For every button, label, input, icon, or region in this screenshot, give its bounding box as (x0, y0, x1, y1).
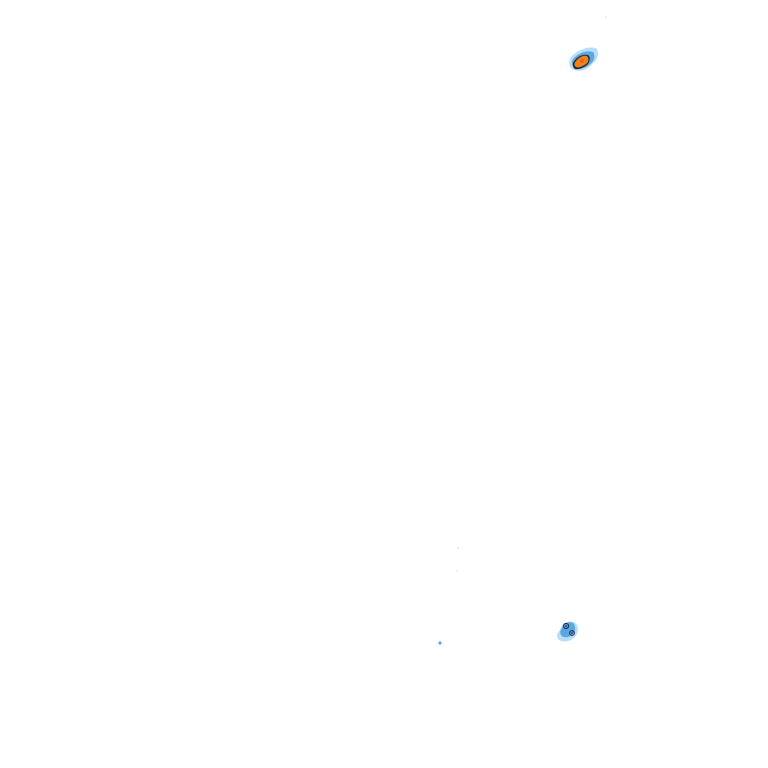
northeast-cell-hot-spot (579, 58, 585, 64)
southeast-cell-outline-north (562, 622, 570, 630)
southeast-cell-heavy-north (564, 624, 568, 628)
light-return-dot (457, 547, 459, 549)
northeast-storm-cell[interactable] (569, 47, 599, 71)
light-return-dot (438, 641, 442, 645)
light-return-dot (456, 570, 458, 572)
scattered-light-returns (438, 16, 607, 645)
southeast-storm-cell[interactable] (556, 621, 578, 642)
southeast-cell-outline-south (569, 630, 575, 636)
light-return-dot (605, 16, 607, 18)
southeast-cell-heavy-south (570, 631, 574, 635)
